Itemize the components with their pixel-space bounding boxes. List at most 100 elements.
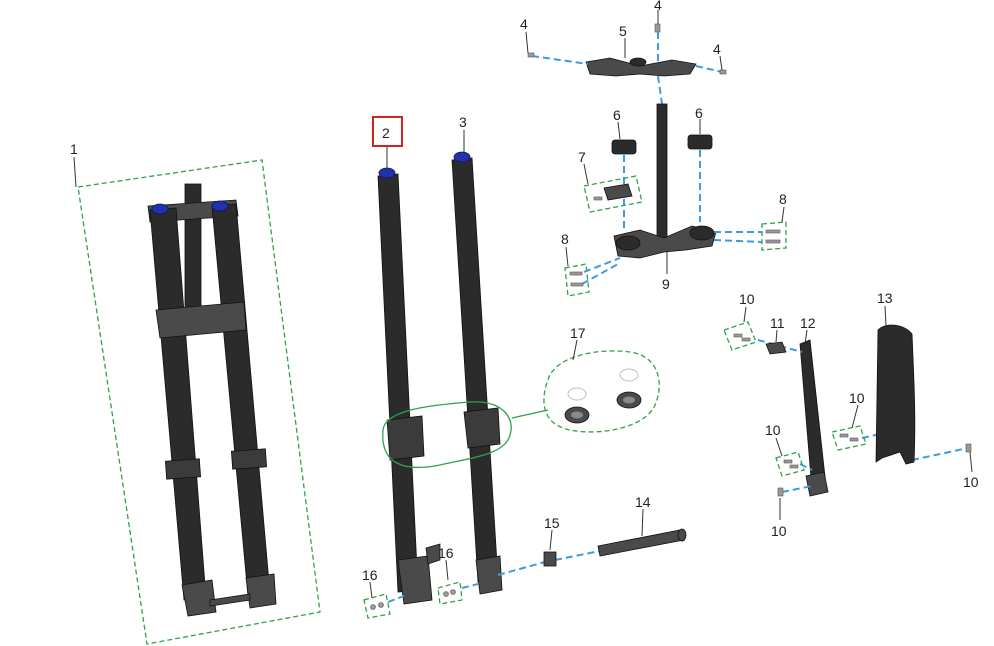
part-3-foot [475, 555, 503, 595]
part-10-top-group-box [723, 321, 757, 351]
part-10-low-line [781, 485, 813, 493]
part-4-left-leader [525, 31, 529, 54]
part-10-top-bolt-b [741, 337, 751, 342]
part-14-leader [641, 508, 644, 537]
part-10-top-bolt-a [733, 333, 743, 338]
part-10-right-shape [965, 443, 972, 453]
part-2-left-fork-leg[interactable] [377, 147, 441, 605]
part-5-top-clamp[interactable] [585, 38, 697, 77]
part-6-left-shape [611, 139, 637, 155]
callout-4-left[interactable]: 4 [520, 16, 528, 32]
part-2-cap [378, 167, 396, 179]
part-10-bolt-low[interactable] [777, 487, 784, 520]
seal-zone-connector [511, 409, 549, 419]
part-8-left-line-b [581, 263, 619, 285]
callout-3[interactable]: 3 [459, 114, 467, 130]
callout-10-right[interactable]: 10 [963, 474, 979, 490]
callout-1[interactable]: 1 [70, 141, 78, 157]
callout-2[interactable]: 2 [382, 125, 390, 141]
part-4-bolt-right[interactable] [719, 55, 727, 75]
part-6-left-leader [617, 121, 621, 140]
callout-10-low[interactable]: 10 [771, 523, 787, 539]
part-14-shape [597, 529, 685, 557]
callout-13[interactable]: 13 [877, 290, 893, 306]
part-1-fork-assembly[interactable] [73, 156, 321, 645]
part-10-bolts-mid[interactable] [775, 437, 805, 477]
part-13-fork-guard[interactable] [875, 305, 916, 465]
part-8-left-group-box [564, 263, 590, 297]
part-9-lower-clamp[interactable] [613, 103, 717, 274]
part-4-bolt-left[interactable] [525, 31, 535, 58]
callout-4-top[interactable]: 4 [654, 0, 662, 13]
part-3-cap [453, 151, 471, 163]
part-11-clip[interactable] [765, 329, 787, 355]
part-15-leader [549, 529, 553, 551]
part-16-right-line [461, 583, 479, 589]
part-4-left-line [531, 55, 589, 65]
seal-zone-outline [382, 401, 512, 469]
callout-17[interactable]: 17 [570, 325, 586, 341]
part-15-axle-nut[interactable] [543, 529, 557, 567]
part-8-bolts-left[interactable] [564, 246, 590, 297]
part-10-bolt-right[interactable] [965, 443, 973, 473]
part-7-shape [603, 183, 633, 201]
part-3-tube [451, 157, 499, 583]
callout-10-guard[interactable]: 10 [849, 390, 865, 406]
part-3-right-fork-leg[interactable] [451, 130, 503, 595]
callout-16-right[interactable]: 16 [438, 545, 454, 561]
part-9-left-bore [615, 235, 641, 251]
part-2-brake-lug [425, 543, 441, 565]
part-6-bearing-left[interactable] [611, 121, 637, 155]
part-2-tube [377, 173, 419, 593]
part-6-bearing-right[interactable] [687, 119, 713, 150]
part-17-seal-left-hole [571, 411, 583, 419]
part-16-right-bolts[interactable] [437, 559, 479, 605]
callout-4-right[interactable]: 4 [713, 41, 721, 57]
part-1-leader [73, 156, 77, 188]
part-3-collar [463, 407, 501, 449]
part-12-bracket[interactable] [799, 329, 829, 497]
part-12-foot [805, 471, 829, 497]
callout-6-right[interactable]: 6 [695, 105, 703, 121]
callout-15[interactable]: 15 [544, 515, 560, 531]
part-8-right-group-box [761, 221, 787, 251]
part-1-left-cap [151, 203, 169, 215]
callout-12[interactable]: 12 [800, 315, 816, 331]
part-9-right-bore [689, 225, 715, 241]
callout-8-left[interactable]: 8 [561, 231, 569, 247]
callout-10-top[interactable]: 10 [739, 291, 755, 307]
callout-9[interactable]: 9 [662, 276, 670, 292]
part-2-collar [386, 415, 425, 461]
part-1-group-box [77, 159, 321, 645]
callout-6-left[interactable]: 6 [613, 107, 621, 123]
part-10-bolts-guard[interactable] [831, 404, 867, 451]
part-16-right-bolt-a [443, 591, 449, 597]
part-10-bolts-top[interactable] [723, 306, 757, 351]
callout-7[interactable]: 7 [578, 149, 586, 165]
callout-16-left[interactable]: 16 [362, 567, 378, 583]
part-10-guard-leader [851, 404, 859, 429]
part-11-shape [765, 341, 787, 355]
callout-8-right[interactable]: 8 [779, 191, 787, 207]
callout-5[interactable]: 5 [619, 23, 627, 39]
axle-line-a [497, 561, 546, 576]
part-4-bolt-top[interactable] [654, 10, 661, 33]
part-16-left-bolts[interactable] [363, 581, 405, 619]
callout-10-mid[interactable]: 10 [765, 422, 781, 438]
part-13-shape [875, 324, 916, 465]
part-17-seal-kit[interactable] [543, 339, 660, 433]
part-10-top-leader [743, 306, 747, 323]
callout-14[interactable]: 14 [635, 494, 651, 510]
part-7-bolt [593, 196, 603, 201]
part-14-axle[interactable] [597, 508, 687, 557]
part-16-left-bolt-b [378, 602, 384, 608]
callout-11[interactable]: 11 [770, 315, 785, 331]
part-7-leader [583, 163, 589, 185]
part-7-cable-guide[interactable] [583, 163, 643, 213]
part-5-stem-hole [629, 57, 647, 67]
part-10-guard-bolt-a [839, 433, 849, 438]
part-8-bolts-right[interactable] [761, 206, 787, 251]
part-9-stem [656, 103, 668, 247]
part-16-left-group-box [363, 593, 391, 619]
